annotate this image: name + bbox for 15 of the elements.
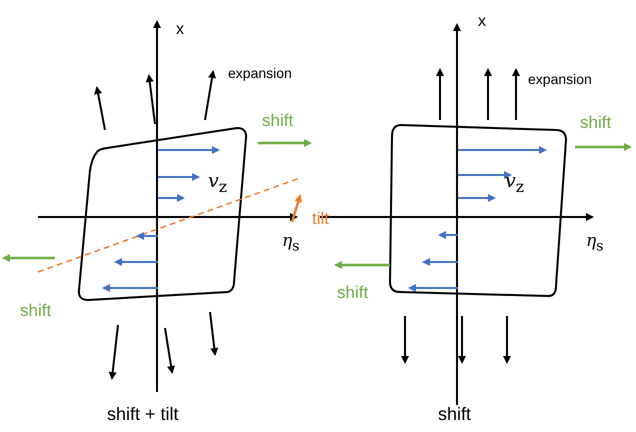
annotation-label: shift (337, 284, 368, 301)
panel-caption: shift + tilt (107, 405, 179, 423)
annotation-label: expansion (228, 66, 292, 80)
annotation-label: shift (20, 302, 52, 319)
panel-caption: shift (438, 405, 472, 423)
math-label: η$_{s}$ (282, 233, 300, 254)
math-label: v$_{z}$ (208, 172, 228, 195)
annotation-label: tilt (312, 210, 329, 227)
axis-label: x (176, 22, 184, 38)
math-label: v$_{z}$ (505, 172, 524, 195)
annotation-label: shift (580, 114, 612, 131)
annotation-label: shift (262, 112, 294, 129)
math-label: η$_{s}$ (586, 233, 604, 254)
annotation-label: expansion (528, 72, 592, 86)
axis-label: x (478, 14, 486, 30)
